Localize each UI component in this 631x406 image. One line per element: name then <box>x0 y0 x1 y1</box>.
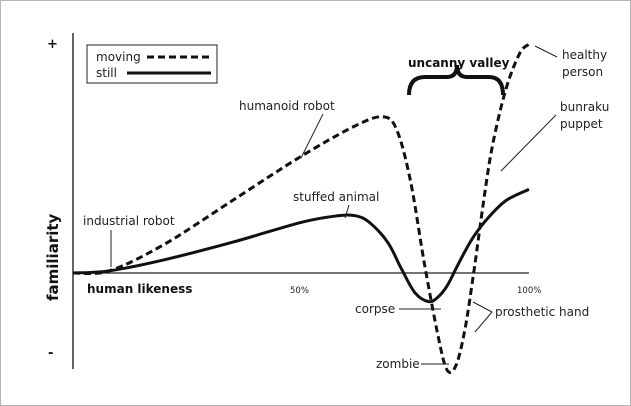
annotation-bunraku-puppet-line2: puppet <box>560 117 603 131</box>
annotation-bunraku-puppet-line1: bunraku <box>560 100 609 114</box>
leader-prosthetic-hand-upper <box>472 301 493 313</box>
legend-label-still: still <box>96 66 117 80</box>
annotation-stuffed-animal: stuffed animal <box>293 190 379 204</box>
annotation-uncanny-valley: uncanny valley <box>408 56 510 70</box>
x-tick-label-100: 100% <box>517 286 541 296</box>
y-axis-label: familiarity <box>44 213 62 301</box>
leader-bunraku-puppet <box>500 114 557 172</box>
annotation-corpse: corpse <box>355 302 395 316</box>
series-moving-line <box>72 43 531 374</box>
annotation-prosthetic-hand: prosthetic hand <box>495 305 589 319</box>
legend: moving still <box>86 44 218 84</box>
series-still-line <box>72 188 530 304</box>
annotation-zombie: zombie <box>376 357 420 371</box>
x-axis-label: human likeness <box>87 282 192 296</box>
leader-healthy-person <box>534 45 558 58</box>
annotation-industrial-robot: industrial robot <box>83 214 175 228</box>
annotation-healthy-person-line1: healthy <box>562 48 607 62</box>
x-tick-label-50: 50% <box>290 286 309 296</box>
leader-prosthetic-hand-lower <box>474 311 493 333</box>
leader-humanoid-robot <box>300 113 324 159</box>
annotation-humanoid-robot: humanoid robot <box>239 99 335 113</box>
annotation-healthy-person-line2: person <box>562 65 603 79</box>
leader-stuffed-animal <box>344 204 350 219</box>
legend-label-moving: moving <box>96 50 141 64</box>
y-bottom-sign: - <box>48 346 53 361</box>
y-top-sign: + <box>47 37 58 52</box>
uncanny-valley-brace <box>407 64 505 96</box>
legend-box <box>86 44 218 84</box>
